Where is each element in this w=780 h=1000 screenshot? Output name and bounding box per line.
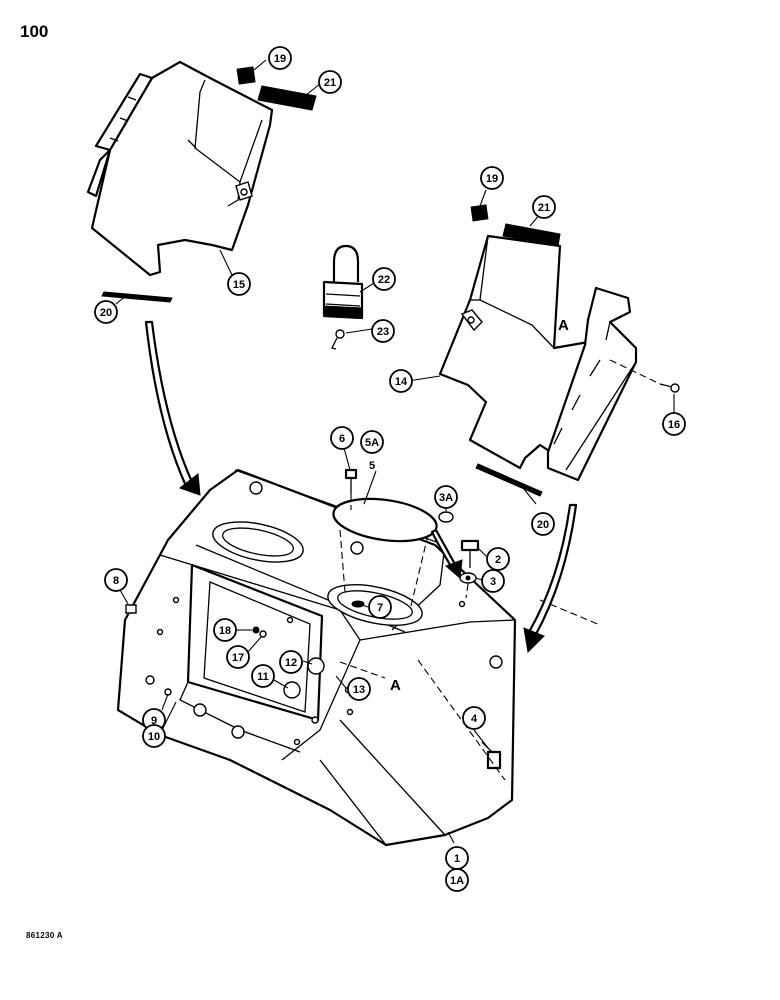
svg-text:15: 15	[233, 279, 245, 291]
fitting-4	[481, 741, 502, 770]
svg-text:22: 22	[378, 274, 390, 286]
callout-13: 13	[347, 677, 371, 701]
svg-text:10: 10	[148, 731, 160, 743]
callout-15: 15	[227, 272, 251, 296]
svg-text:4: 4	[471, 713, 478, 725]
callout-6: 6	[330, 426, 354, 450]
reference-letter-a-housing: A	[390, 677, 401, 694]
part-18	[252, 626, 260, 634]
callout-10: 10	[142, 724, 166, 748]
svg-text:12: 12	[285, 657, 297, 669]
svg-text:3: 3	[490, 576, 496, 588]
arrow-right-cover	[523, 503, 578, 654]
svg-text:9: 9	[151, 715, 157, 727]
callout-19-left: 19	[268, 46, 292, 70]
svg-text:6: 6	[339, 433, 345, 445]
callout-21-left: 21	[318, 70, 342, 94]
callout-2: 2	[486, 547, 510, 571]
svg-text:20: 20	[537, 519, 549, 531]
fastener-7	[351, 600, 365, 608]
callout-4: 4	[462, 706, 486, 730]
pad-21-right	[502, 223, 561, 247]
bolt-2	[460, 539, 480, 568]
washer-3A	[438, 511, 454, 523]
arrow-washer	[430, 528, 463, 579]
svg-text:3A: 3A	[439, 492, 453, 504]
right-cover-14	[438, 234, 638, 482]
svg-text:5: 5	[369, 460, 375, 472]
callout-1: 1	[445, 846, 469, 870]
gasket-20-right	[475, 463, 543, 497]
callout-14: 14	[389, 369, 413, 393]
callout-7: 7	[368, 595, 392, 619]
plug-8	[125, 604, 137, 614]
arrow-left-cover	[144, 320, 201, 496]
svg-text:19: 19	[486, 173, 498, 185]
callout-17: 17	[226, 645, 250, 669]
reference-letter-a-cover: A	[558, 317, 569, 334]
callout-16: 16	[662, 412, 686, 436]
pad-21-left	[257, 85, 317, 111]
callout-19-right: 19	[480, 166, 504, 190]
svg-text:1: 1	[454, 853, 460, 865]
svg-text:19: 19	[274, 53, 286, 65]
svg-text:5A: 5A	[365, 437, 379, 449]
padlock-22	[322, 244, 364, 320]
callout-18: 18	[213, 618, 237, 642]
svg-text:11: 11	[257, 671, 269, 683]
svg-text:21: 21	[324, 77, 336, 89]
figure-code: 861230 A	[26, 931, 63, 940]
callout-3A: 3A	[434, 485, 458, 509]
svg-text:7: 7	[377, 602, 383, 614]
pad-19-left	[236, 66, 256, 85]
callout-20-right: 20	[531, 512, 555, 536]
key-23	[331, 329, 345, 350]
svg-text:17: 17	[232, 652, 244, 664]
svg-text:18: 18	[219, 625, 231, 637]
bolt-16	[659, 383, 680, 393]
pad-19-right	[470, 204, 489, 222]
callout-22: 22	[372, 267, 396, 291]
svg-text:23: 23	[377, 326, 389, 338]
callout-20-left: 20	[94, 300, 118, 324]
svg-text:8: 8	[113, 575, 119, 587]
bolt-6	[344, 468, 358, 494]
callout-8: 8	[104, 568, 128, 592]
left-cover-15	[86, 60, 274, 277]
cap-5	[332, 497, 438, 543]
callout-3: 3	[481, 569, 505, 593]
callout-5: 5	[369, 460, 375, 472]
part-17	[259, 630, 267, 638]
callout-1A: 1A	[445, 868, 469, 892]
svg-text:20: 20	[100, 307, 112, 319]
svg-text:13: 13	[353, 684, 365, 696]
svg-text:21: 21	[538, 202, 550, 214]
svg-text:2: 2	[495, 554, 501, 566]
svg-text:14: 14	[395, 376, 408, 388]
gasket-20-left	[101, 291, 173, 303]
callout-11: 11	[251, 664, 275, 688]
callout-23: 23	[371, 319, 395, 343]
svg-text:1A: 1A	[450, 875, 464, 887]
callout-12: 12	[279, 650, 303, 674]
main-housing-1	[116, 468, 517, 847]
callout-5A: 5A	[360, 430, 384, 454]
callout-21-right: 21	[532, 195, 556, 219]
svg-text:16: 16	[668, 419, 680, 431]
page-number: 100	[20, 22, 49, 41]
